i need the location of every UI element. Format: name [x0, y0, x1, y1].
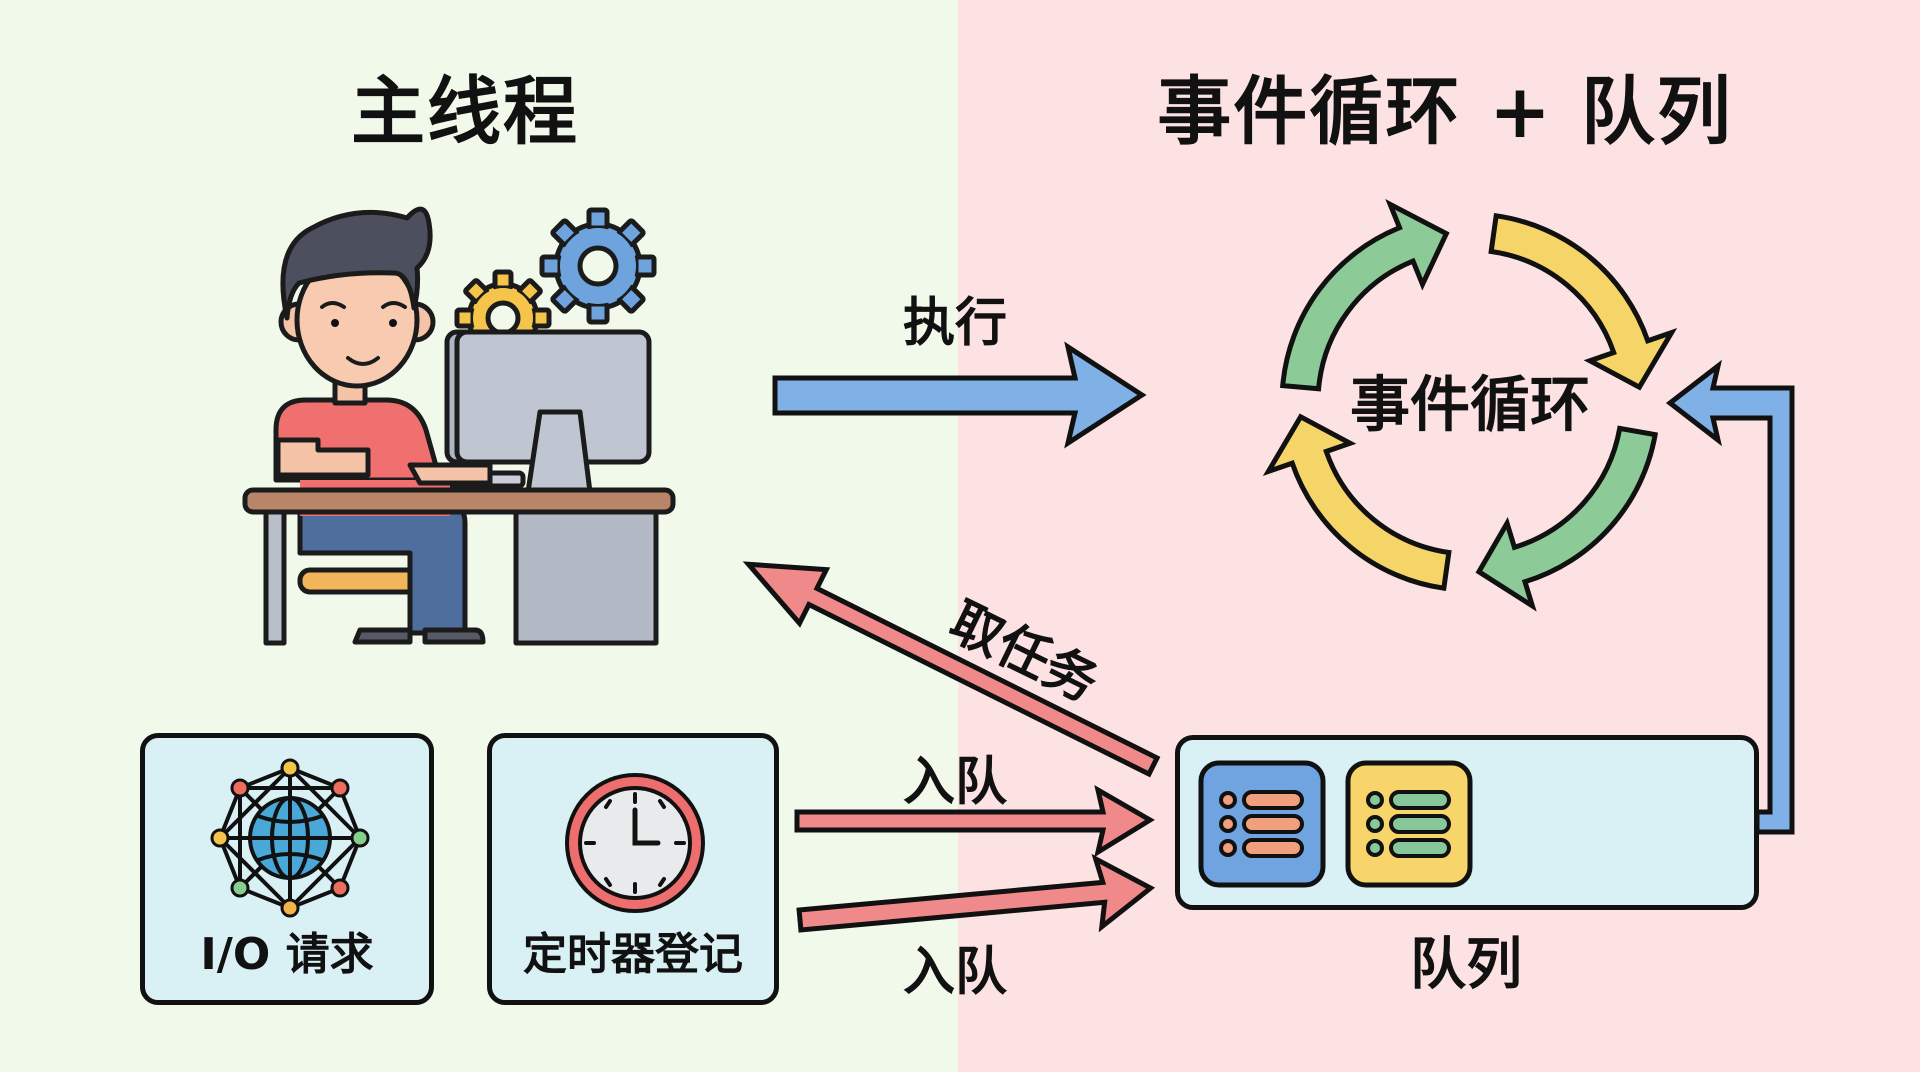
execute-arrow	[772, 341, 1147, 449]
timer-register-box: 定时器登记	[487, 733, 779, 1005]
enqueue-bottom-label: 入队	[902, 942, 1008, 1003]
execute-label: 执行	[902, 293, 1008, 354]
clock-icon	[565, 773, 705, 913]
desk-top	[242, 487, 676, 515]
event-loop-cycle	[1262, 198, 1678, 612]
loop-arrow-top-right	[1488, 213, 1678, 391]
task-queue-box	[1175, 735, 1759, 910]
main-thread-title: 主线程	[351, 69, 579, 155]
developer-hair	[280, 206, 433, 321]
queue-label: 队列	[1410, 932, 1522, 998]
task-list-icon	[1345, 760, 1473, 888]
event-loop-queue-title: 事件循环 + 队列	[1157, 69, 1733, 155]
loop-arrow-bottom-right	[1475, 425, 1659, 612]
loop-arrow-bottom-left	[1262, 413, 1452, 591]
timer-register-label: 定时器登记	[523, 929, 743, 980]
developer-illustration	[242, 206, 676, 646]
enqueue-top-label: 入队	[902, 752, 1008, 813]
network-globe-icon	[210, 758, 370, 918]
loop-arrow-top-left	[1280, 198, 1450, 392]
enqueue-arrow-io	[794, 784, 1155, 858]
event-loop-label: 事件循环	[1350, 370, 1590, 441]
desk-leg-left	[263, 505, 287, 646]
queue-to-loop-arrow	[1665, 359, 1795, 835]
take-task-arrow	[742, 561, 1161, 778]
task-list-icon	[1198, 760, 1326, 888]
io-request-label: I/O 请求	[200, 929, 374, 980]
desk-drawer	[513, 505, 659, 646]
blue-gear-icon	[539, 207, 657, 325]
enqueue-arrow-timer	[796, 853, 1156, 933]
io-request-box: I/O 请求	[140, 733, 434, 1005]
